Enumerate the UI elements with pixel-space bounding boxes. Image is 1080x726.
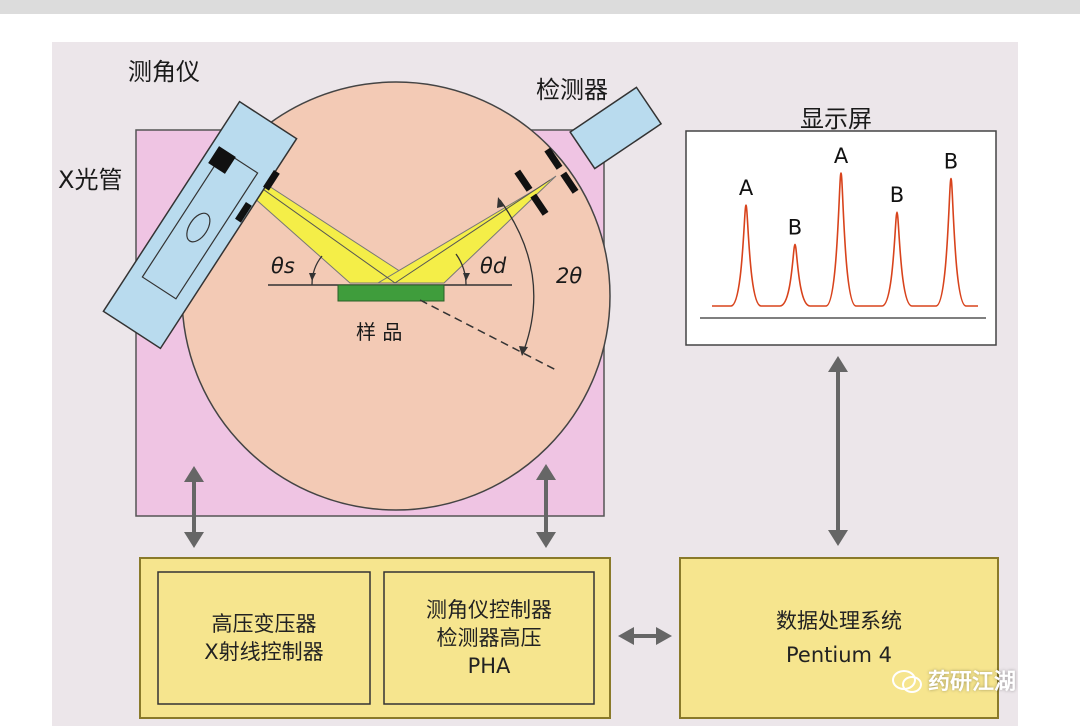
hv-line-2: X射线控制器 bbox=[204, 640, 324, 664]
theta-d-label: θd bbox=[480, 254, 507, 278]
display-screen bbox=[685, 130, 997, 346]
spectrum-line bbox=[712, 172, 978, 307]
xray-tube bbox=[102, 100, 298, 350]
hv-transformer-text: 高压变压器 X射线控制器 bbox=[158, 610, 370, 666]
detector-label: 检测器 bbox=[536, 76, 608, 104]
xray-tube-label: X光管 bbox=[58, 166, 123, 194]
arrow-ctrl-to-data bbox=[618, 627, 672, 645]
data-line-1: 数据处理系统 bbox=[776, 609, 902, 633]
detector-slit-1 bbox=[544, 147, 563, 170]
wechat-icon bbox=[892, 668, 922, 693]
source-slit-bottom bbox=[235, 201, 252, 223]
theta-s-arrow bbox=[309, 273, 316, 281]
gonio-ctrl-line-2: 检测器高压 bbox=[436, 626, 542, 650]
arrow-display-to-data bbox=[828, 356, 848, 546]
data-line-2: Pentium 4 bbox=[785, 643, 892, 667]
source-slit-top bbox=[263, 169, 280, 191]
watermark: 药研江湖 bbox=[892, 664, 1016, 696]
peak-label: B bbox=[890, 183, 904, 207]
two-theta-arrow bbox=[497, 197, 505, 208]
peak-label: B bbox=[788, 215, 802, 239]
peak-label: B bbox=[944, 150, 958, 174]
peak-label: A bbox=[739, 176, 754, 200]
theta-d-arc bbox=[455, 253, 467, 286]
tube-anode bbox=[208, 146, 236, 174]
two-theta-label: 2θ bbox=[556, 264, 583, 288]
data-processing-text: 数据处理系统 Pentium 4 bbox=[680, 604, 998, 672]
arrow-base-to-gonio-ctrl bbox=[536, 464, 556, 548]
sample-label: 样 品 bbox=[356, 320, 403, 344]
watermark-text: 药研江湖 bbox=[928, 670, 1017, 695]
detector-slit-3 bbox=[514, 169, 533, 192]
beam-centerline-right bbox=[394, 179, 551, 284]
detector-slit-2 bbox=[560, 171, 579, 194]
peak-labels: A B A B B bbox=[739, 144, 958, 239]
hv-transformer-box bbox=[157, 571, 371, 705]
gonio-ctrl-line-3: PHA bbox=[467, 654, 511, 678]
sample bbox=[337, 284, 445, 302]
detector bbox=[569, 86, 663, 170]
data-processing-box bbox=[679, 557, 999, 719]
peak-label: A bbox=[834, 144, 849, 168]
goniometer-controller-text: 测角仪控制器 检测器高压 PHA bbox=[384, 596, 594, 680]
top-band bbox=[0, 0, 1080, 14]
goniometer-controller-box bbox=[383, 571, 595, 705]
gonio-ctrl-line-1: 测角仪控制器 bbox=[426, 598, 552, 622]
goniometer-label: 测角仪 bbox=[128, 58, 200, 86]
two-theta-arc bbox=[499, 199, 535, 351]
two-theta-arrow-bottom bbox=[519, 346, 528, 356]
hv-line-1: 高压变压器 bbox=[211, 612, 317, 636]
detector-slit-4 bbox=[530, 193, 549, 216]
theta-d-arrow bbox=[463, 273, 470, 281]
theta-s-label: θs bbox=[271, 254, 295, 278]
arrow-base-to-hv bbox=[184, 466, 204, 548]
display-label: 显示屏 bbox=[800, 105, 872, 133]
theta-s-arc bbox=[311, 255, 323, 286]
